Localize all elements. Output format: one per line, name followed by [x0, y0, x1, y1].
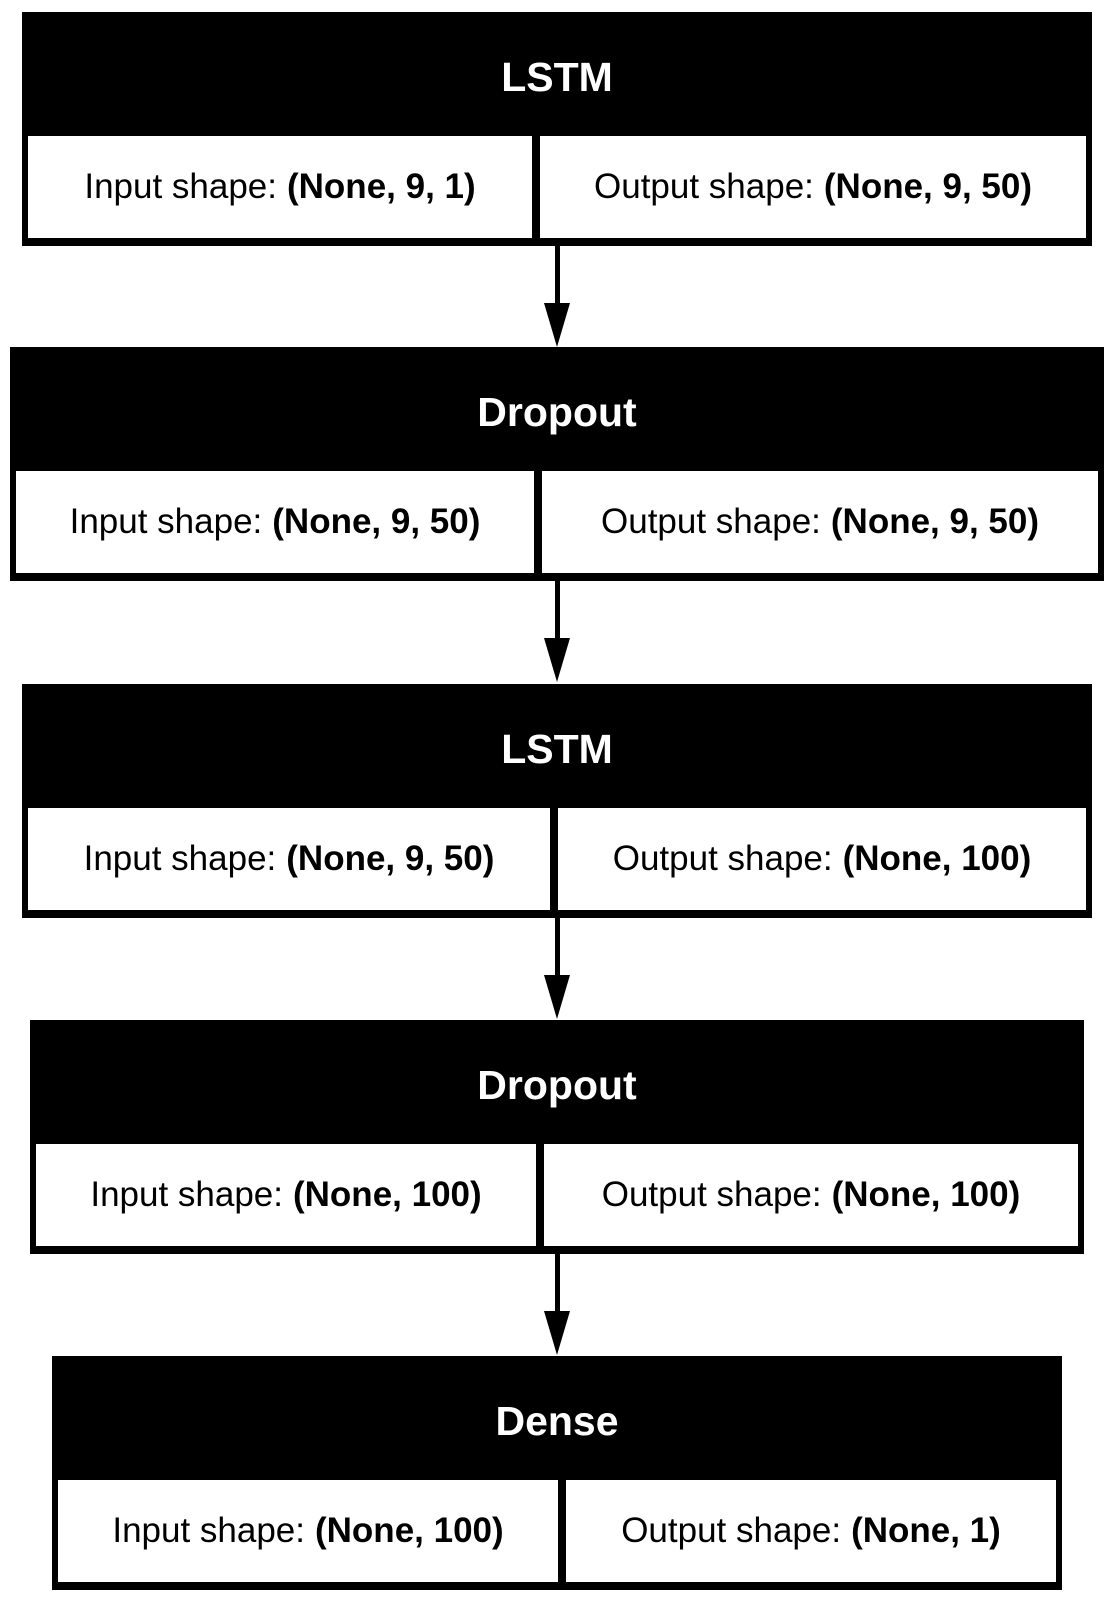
layer-shapes: Input shape: (None, 9, 50) Output shape:…: [28, 808, 1086, 910]
input-shape-label: Input shape:: [90, 1175, 283, 1214]
layer-title: Dense: [58, 1362, 1056, 1480]
layer-title: LSTM: [28, 690, 1086, 808]
layer-shapes: Input shape: (None, 100) Output shape: (…: [58, 1480, 1056, 1582]
layer-title: Dropout: [16, 353, 1098, 471]
input-shape-label: Input shape:: [84, 167, 277, 206]
output-shape-cell: Output shape: (None, 100): [544, 1144, 1078, 1246]
layer-shapes: Input shape: (None, 9, 1) Output shape: …: [28, 136, 1086, 238]
input-shape-cell: Input shape: (None, 9, 50): [16, 471, 534, 573]
output-shape-value: (None, 9, 50): [830, 502, 1039, 541]
output-shape-value: (None, 100): [831, 1175, 1021, 1214]
output-shape-label: Output shape:: [601, 502, 821, 541]
output-shape-cell: Output shape: (None, 9, 50): [540, 136, 1086, 238]
input-shape-value: (None, 100): [293, 1175, 482, 1214]
layer-shapes: Input shape: (None, 100) Output shape: (…: [36, 1144, 1078, 1246]
input-shape-value: (None, 9, 50): [272, 502, 481, 541]
layer-title: LSTM: [28, 18, 1086, 136]
output-shape-cell: Output shape: (None, 100): [558, 808, 1086, 910]
output-shape-label: Output shape:: [594, 167, 814, 206]
output-shape-cell: Output shape: (None, 1): [566, 1480, 1056, 1582]
layer-node: Dropout Input shape: (None, 100) Output …: [30, 1020, 1084, 1254]
output-shape-cell: Output shape: (None, 9, 50): [542, 471, 1098, 573]
input-shape-value: (None, 9, 50): [286, 839, 495, 878]
output-shape-label: Output shape:: [601, 1175, 822, 1214]
layer-shapes: Input shape: (None, 9, 50) Output shape:…: [16, 471, 1098, 573]
input-shape-cell: Input shape: (None, 9, 1): [28, 136, 532, 238]
input-shape-cell: Input shape: (None, 100): [36, 1144, 536, 1246]
input-shape-value: (None, 100): [315, 1511, 504, 1550]
layer-node: LSTM Input shape: (None, 9, 1) Output sh…: [22, 12, 1092, 246]
output-shape-value: (None, 1): [851, 1511, 1001, 1550]
input-shape-value: (None, 9, 1): [287, 167, 476, 206]
output-shape-label: Output shape:: [621, 1511, 842, 1550]
output-shape-value: (None, 9, 50): [823, 167, 1032, 206]
layer-node: Dense Input shape: (None, 100) Output sh…: [52, 1356, 1062, 1590]
input-shape-label: Input shape:: [83, 839, 277, 878]
input-shape-label: Input shape:: [69, 502, 263, 541]
layer-node: LSTM Input shape: (None, 9, 50) Output s…: [22, 684, 1092, 918]
input-shape-cell: Input shape: (None, 100): [58, 1480, 558, 1582]
layer-title: Dropout: [36, 1026, 1078, 1144]
input-shape-label: Input shape:: [112, 1511, 305, 1550]
layer-node: Dropout Input shape: (None, 9, 50) Outpu…: [10, 347, 1104, 581]
output-shape-value: (None, 100): [842, 839, 1032, 878]
output-shape-label: Output shape:: [612, 839, 833, 878]
input-shape-cell: Input shape: (None, 9, 50): [28, 808, 550, 910]
